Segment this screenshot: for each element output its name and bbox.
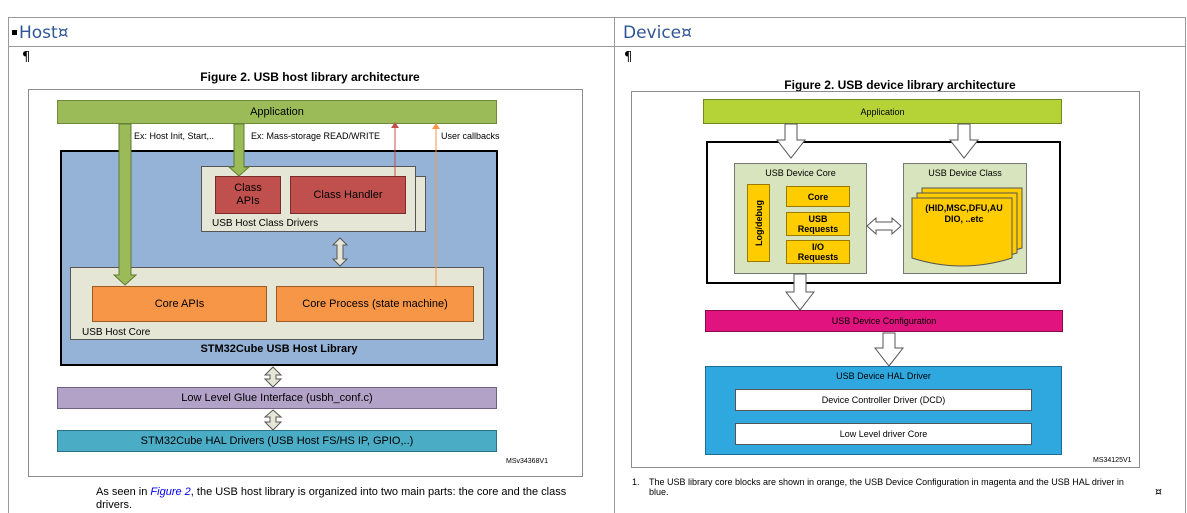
device-application-block: Application (703, 99, 1062, 124)
host-arrows (112, 122, 440, 431)
device-hal-label: USB Device HAL Driver (836, 371, 931, 381)
device-usb-requests-label: USB Requests (797, 214, 839, 234)
host-note-init: Ex: Host Init, Start,.. (134, 131, 215, 141)
host-application-block: Application (57, 100, 497, 124)
device-arrow-config-hal (873, 332, 905, 367)
host-glue-label: Low Level Glue Interface (usbh_conf.c) (181, 392, 373, 404)
row-marker (12, 30, 17, 35)
host-figure-code: MSv34368V1 (506, 458, 549, 465)
host-note-callbacks: User callbacks (441, 131, 500, 141)
device-arrow-core-config (784, 273, 816, 311)
device-core-label: USB Device Core (765, 168, 836, 178)
host-figure-title: Figure 2. USB host library architecture (200, 70, 420, 84)
host-class-handler-label: Class Handler (313, 189, 383, 201)
host-core-process-label: Core Process (state machine) (302, 298, 448, 310)
device-usb-requests-block: USB Requests (786, 212, 850, 236)
host-core-process-block: Core Process (state machine) (276, 286, 474, 322)
device-class-stack-front (911, 197, 1013, 267)
device-dcd-label: Device Controller Driver (DCD) (821, 395, 946, 405)
host-link-class-core (331, 237, 349, 267)
host-core-apis-block: Core APIs (92, 286, 267, 322)
device-figure-code: MS34125V1 (1093, 457, 1132, 464)
host-arrow-to-core (112, 123, 138, 286)
device-application-label: Application (860, 106, 905, 117)
device-arrows (775, 123, 1023, 367)
device-column-header: Device¤ (623, 23, 692, 43)
device-core-item-label: Core (807, 191, 829, 202)
device-arrow-app-core (775, 123, 807, 159)
host-pilcrow: ¶ (22, 50, 31, 65)
host-caption-figure-link[interactable]: Figure 2 (150, 486, 191, 498)
device-class-list-label: (HID,MSC,DFU,AU DIO, ..etc (925, 203, 1003, 224)
host-library-label: STM32Cube USB Host Library (200, 343, 358, 355)
device-configuration-block: USB Device Configuration (705, 310, 1063, 332)
device-class-label: USB Device Class (928, 168, 1002, 178)
host-core-label: USB Host Core (82, 327, 151, 338)
device-low-level-block: Low Level driver Core (735, 423, 1032, 445)
table-top-border (8, 17, 1185, 18)
host-application-label: Application (250, 106, 304, 118)
host-arrow-to-class (227, 123, 251, 177)
device-pilcrow: ¶ (624, 50, 633, 65)
device-figure-title: Figure 2. USB device library architectur… (784, 78, 1016, 92)
host-link-lib-glue (263, 366, 283, 388)
device-note-number: 1. (632, 477, 640, 487)
host-caption-after: , the USB host library is organized into… (96, 486, 567, 511)
device-dcd-block: Device Controller Driver (DCD) (735, 389, 1032, 411)
device-low-level-label: Low Level driver Core (839, 429, 928, 439)
host-callback-head-red (391, 122, 399, 128)
host-core-apis-label: Core APIs (154, 298, 205, 310)
device-note-text: The USB library core blocks are shown in… (649, 477, 1124, 497)
host-hal-label: STM32Cube HAL Drivers (USB Host FS/HS IP… (140, 435, 414, 447)
host-figure-frame (28, 89, 583, 477)
host-callback-head-orange (432, 123, 440, 129)
host-class-apis-label: Class APIs (234, 182, 262, 207)
host-note-storage: Ex: Mass-storage READ/WRITE (251, 131, 381, 141)
device-cell-end-mark: ¤ (1155, 485, 1162, 498)
device-io-requests-block: I/O Requests (786, 240, 850, 264)
host-column-header: Host¤ (19, 23, 69, 43)
device-class-list: (HID,MSC,DFU,AU DIO, ..etc (912, 197, 1016, 231)
device-core-item-block: Core (786, 186, 850, 207)
host-link-glue-hal (263, 409, 283, 431)
device-io-requests-label: I/O Requests (797, 242, 839, 262)
host-class-handler-block: Class Handler (290, 176, 406, 214)
device-log-debug-block: Log/debug (747, 184, 770, 262)
host-class-apis-block: Class APIs (215, 176, 281, 214)
host-caption: As seen in Figure 2, the USB host librar… (96, 486, 596, 512)
table-right-border (1185, 17, 1186, 513)
device-figure-frame (631, 91, 1140, 468)
table-left-border (8, 17, 9, 513)
device-configuration-label: USB Device Configuration (831, 316, 937, 326)
table-header-divider (8, 46, 1185, 47)
device-link-core-class (866, 216, 902, 236)
host-glue-block: Low Level Glue Interface (usbh_conf.c) (57, 387, 497, 409)
host-class-drivers-label: USB Host Class Drivers (212, 218, 319, 229)
host-hal-block: STM32Cube HAL Drivers (USB Host FS/HS IP… (57, 430, 497, 452)
host-caption-before: As seen in (96, 486, 151, 498)
table-middle-border (614, 17, 615, 513)
device-arrow-app-class (948, 123, 980, 159)
